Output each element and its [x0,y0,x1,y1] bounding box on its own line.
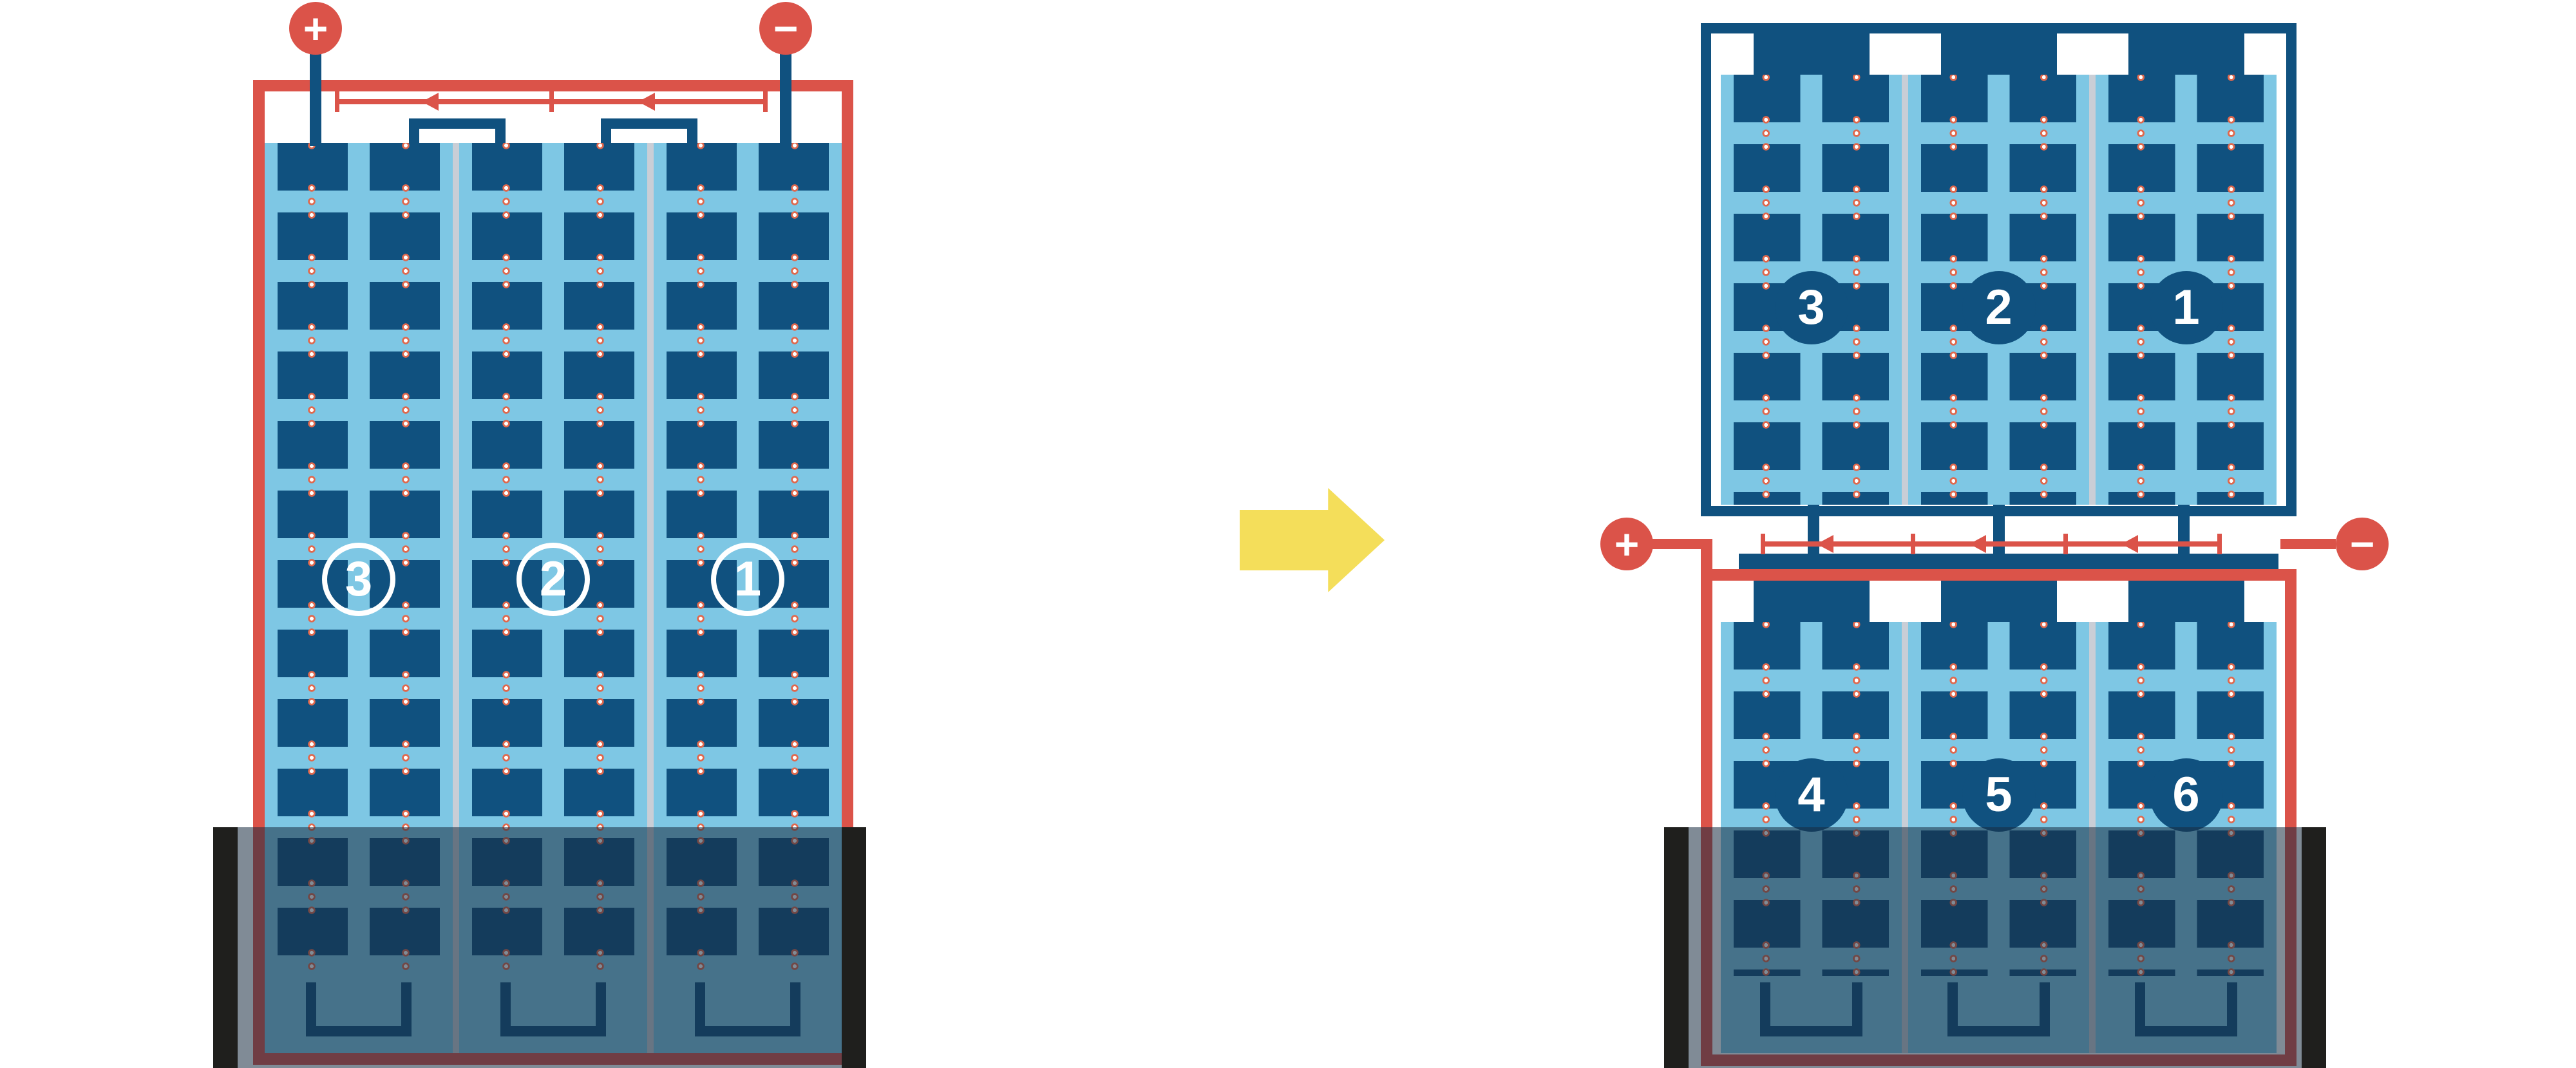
string-number: 1 [2172,280,2200,335]
string-number-badge: 3 [322,543,395,616]
flood-water-level-bar-right [2302,827,2326,1068]
string-number: 3 [345,552,373,606]
positive-terminal: + [1600,518,1653,570]
string-number-badge: 4 [1774,758,1848,832]
minus-icon: − [773,5,799,52]
flood-water-overlay [213,827,866,1068]
string-number-badge: 5 [1962,758,2036,832]
string-number-badge: 3 [1774,271,1848,344]
panel-field-upper: 3 2 1 [1721,33,2277,505]
negative-terminal: − [759,2,812,55]
string-number: 5 [1985,767,2012,822]
string-top-tab [1753,581,1870,622]
panel-string: 1 [2089,33,2277,505]
negative-terminal-stem [780,52,791,146]
inter-unit-bus-bar [1739,554,2278,570]
current-direction-annotation [335,91,768,112]
minus-icon: − [2349,520,2375,568]
string-number: 6 [2172,767,2200,822]
string-number: 2 [539,552,567,606]
current-arrow-icon [1969,535,1986,553]
flood-water-level-bar-left [213,827,238,1068]
current-wire [1761,541,2222,547]
string-number-badge: 6 [2149,758,2223,832]
current-tick [2063,534,2068,554]
flood-water-level-bar-right [842,827,866,1068]
string-top-tab [1940,33,2057,75]
plus-icon: + [1614,520,1640,568]
current-tick [1911,534,1916,554]
string-top-tab [2128,33,2244,75]
string-number-badge: 2 [516,543,590,616]
negative-terminal: − [2336,518,2389,570]
current-arrow-icon [638,93,655,111]
positive-terminal: + [289,2,342,55]
positive-terminal-stub [1652,539,1707,549]
series-bridge [409,118,506,143]
string-top-tab [1753,33,1870,75]
current-arrow-icon [1817,535,1834,553]
panel-string: 3 [1721,33,1902,505]
string-number-badge: 2 [1962,271,2036,344]
current-tick [335,91,339,112]
series-bridge [601,118,697,143]
flood-water-overlay [1664,827,2326,1068]
positive-terminal-stem [310,52,321,146]
current-tick [1761,534,1765,554]
current-arrow-icon [2121,535,2138,553]
string-top-tab [2128,581,2244,622]
array-after: 3 2 1 [1288,0,2576,1068]
string-number: 3 [1797,280,1825,335]
string-number: 1 [734,552,762,606]
panel-string: 2 [1902,33,2089,505]
current-tick [549,91,554,112]
string-number-badge: 1 [2149,271,2223,344]
current-arrow-icon [421,93,439,111]
negative-terminal-stub [2280,539,2336,549]
string-number: 2 [1985,280,2012,335]
plus-icon: + [303,5,328,52]
string-number-badge: 1 [711,543,784,616]
current-direction-annotation [1761,534,2222,554]
string-number: 4 [1797,767,1825,822]
flood-water-level-bar-left [1664,827,1689,1068]
current-tick [763,91,768,112]
current-tick [2217,534,2222,554]
array-before: 3 2 1 [213,2,866,1068]
string-top-tab [1940,581,2057,622]
